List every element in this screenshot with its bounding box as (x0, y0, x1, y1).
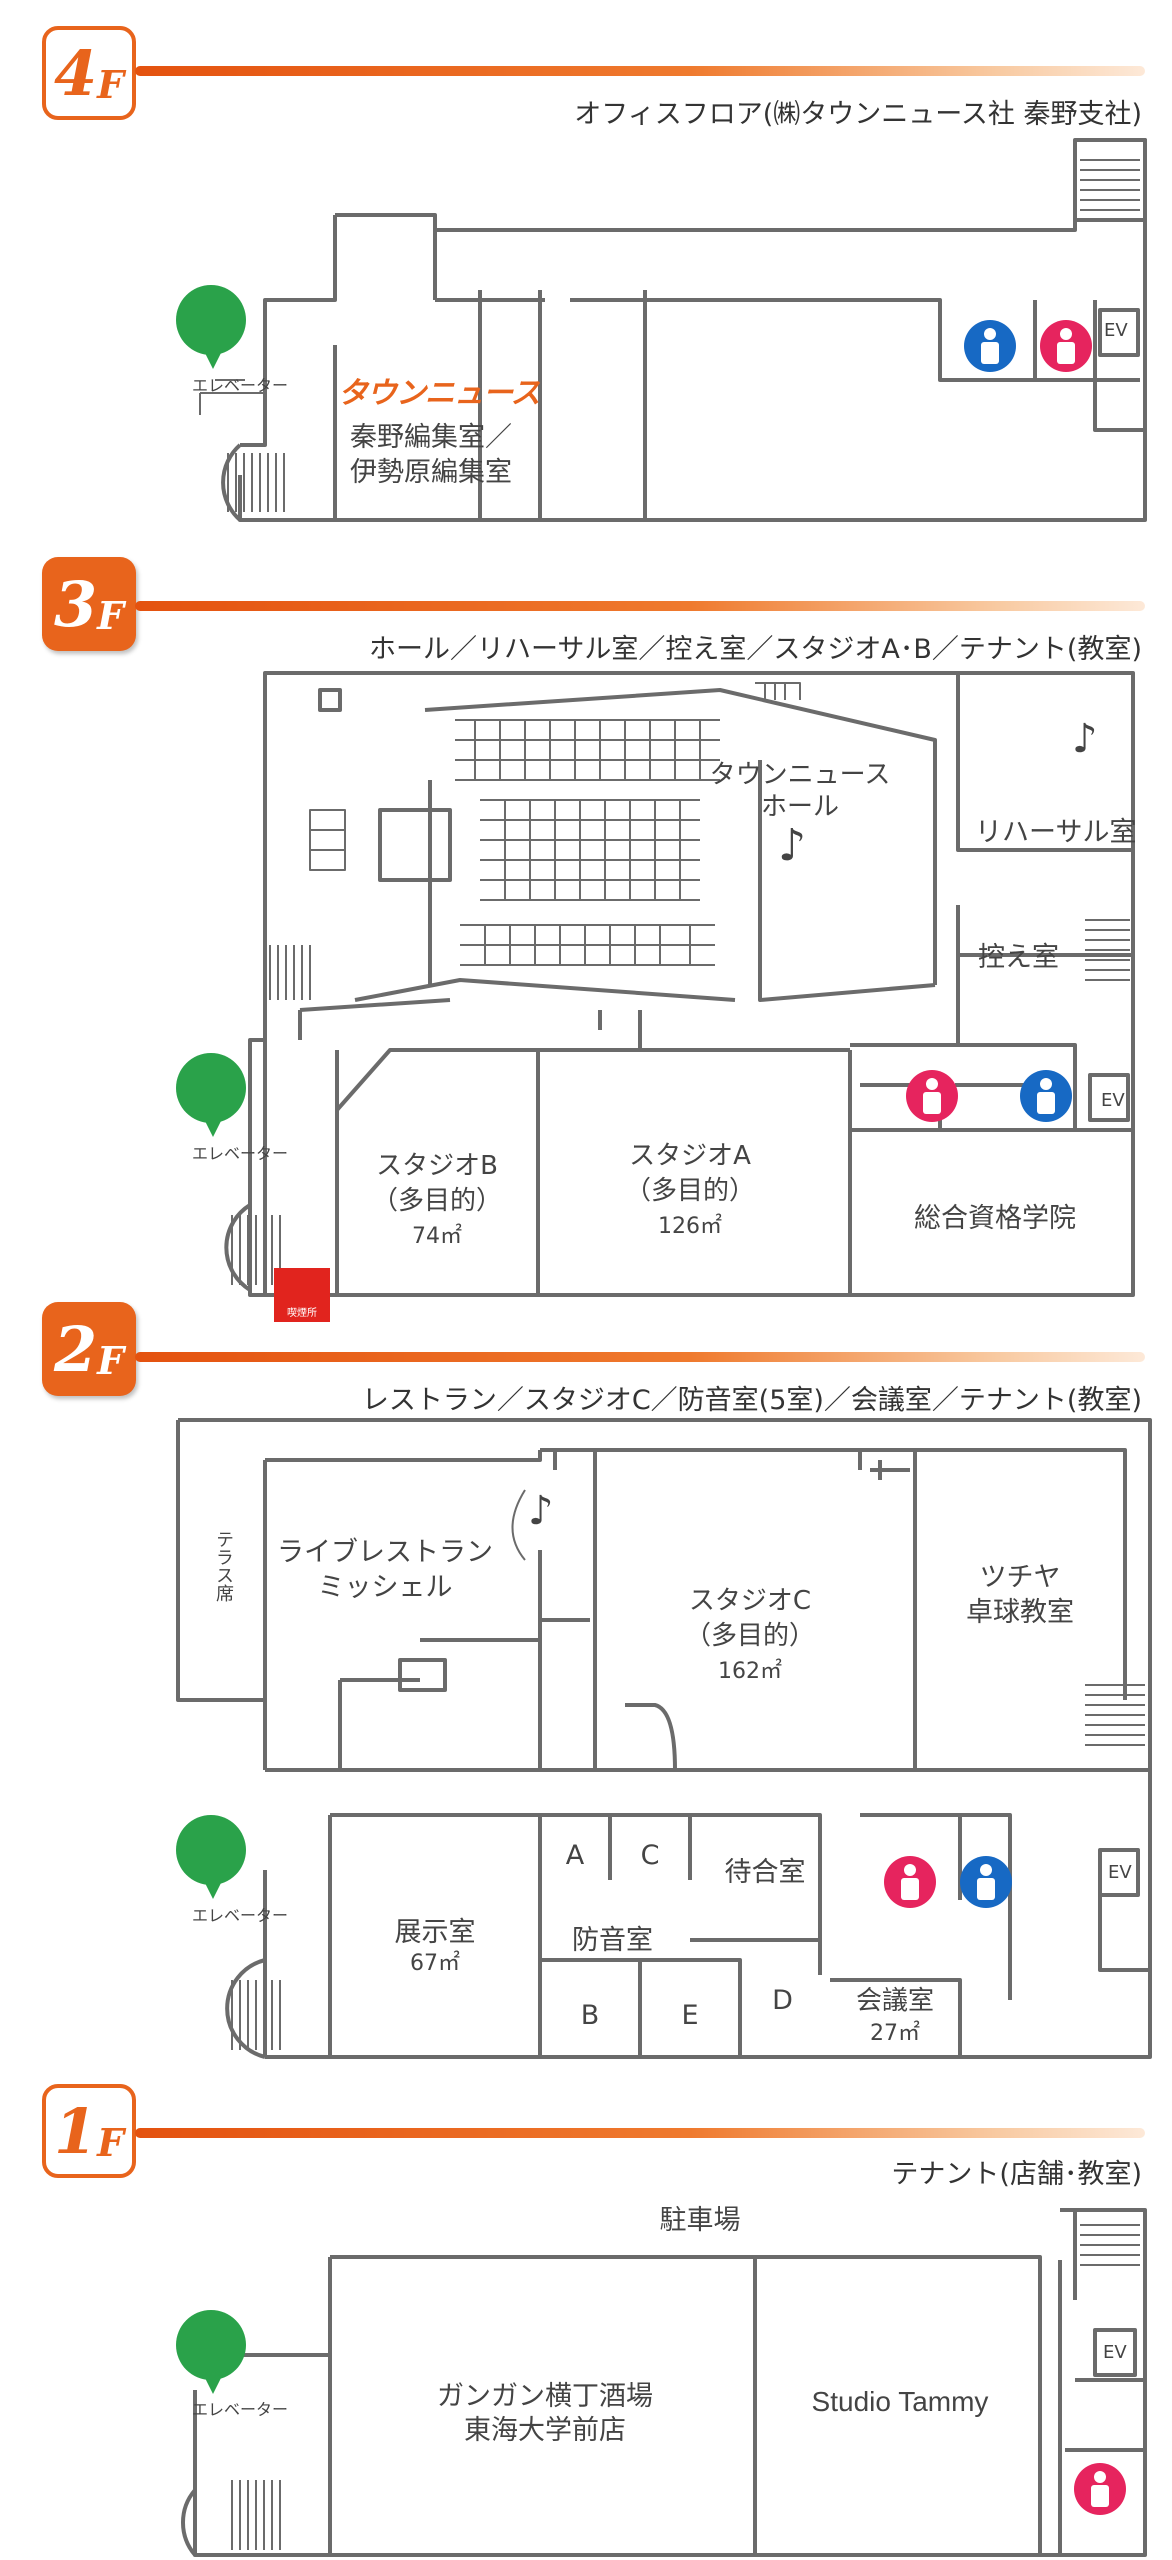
floor-1-room-parking: 駐車場 (659, 2205, 741, 2236)
floor-3-room-studio-b-line2: （多目的） (371, 1186, 502, 1216)
floor-2-room-exhibit-line2: 67㎡ (410, 1951, 460, 1976)
floor-2-room-studio-c-line3: 162㎡ (718, 1659, 782, 1684)
floor-3-room-studio-b-line3: 74㎡ (412, 1224, 462, 1249)
floor-4-walls (221, 138, 1147, 522)
female-restroom-icon (1040, 320, 1092, 372)
male-restroom-icon (1020, 1070, 1072, 1122)
floor-2-room-pingpong-line2: 卓球教室 (966, 1597, 1074, 1628)
floor-1-walls (181, 2208, 1147, 2557)
floor-2-badge-number: 2 (53, 1312, 98, 1386)
town-news-logo: タウンニュース (338, 376, 540, 411)
floor-2-subtitle: レストラン／スタジオC／防音室(5室)／会議室／テナント(教室) (361, 1385, 1142, 1416)
floor-1-room-studio-tammy: Studio Tammy (811, 2386, 989, 2417)
floor-2-room-studio-c-line1: スタジオC (688, 1586, 812, 1616)
piano-icon: ♪ (528, 1488, 554, 1534)
floor-4-badge-number: 4 (53, 36, 98, 110)
male-restroom-icon (964, 320, 1016, 372)
floor-2-stairs (231, 1489, 1145, 2050)
floor-2-room-lounge: 待合室 (724, 1857, 806, 1888)
floor-3-smoking-label: 喫煙所 (287, 1308, 317, 1319)
floor-4-stairs (199, 159, 1140, 512)
floor-2-sound-room-c: C (640, 1840, 660, 1871)
floor-3-heading-line (135, 601, 1145, 611)
floor-2-room-meeting-line2: 27㎡ (870, 2021, 920, 2046)
floor-3-room-studio-a-line1: スタジオA (629, 1141, 751, 1171)
floor-3-room-rehearsal: リハーサル室 (975, 817, 1137, 848)
floor-3-room-studio-a-line3: 126㎡ (658, 1214, 722, 1239)
elevator-icon (176, 1053, 246, 1137)
floor-1-badge-suffix: F (97, 2119, 125, 2165)
floor-3-room-studio-a-line2: （多目的） (624, 1176, 755, 1206)
female-restroom-icon (884, 1856, 936, 1908)
floor-4-heading-line (135, 66, 1145, 76)
floor-1-ev-label: EV (1103, 2342, 1127, 2363)
floor-4-elevator-label: エレベーター (192, 376, 289, 395)
floor-3-ev-label: EV (1101, 1090, 1125, 1111)
floor-2-elevator-label: エレベーター (192, 1906, 289, 1925)
female-restroom-icon (906, 1070, 958, 1122)
elevator-icon (176, 1815, 246, 1899)
floor-3-badge-number: 3 (53, 567, 98, 641)
floor-4-ev-label: EV (1104, 320, 1128, 341)
smoking-area-icon: 喫煙所 (274, 1268, 330, 1322)
floor-3-room-waiting: 控え室 (978, 942, 1059, 973)
floor-3-subtitle: ホール／リハーサル室／控え室／スタジオA･B／テナント(教室) (368, 634, 1142, 665)
floor-1-elevator-label: エレベーター (192, 2400, 289, 2419)
elevator-icon (176, 2310, 246, 2394)
floor-3-room-studio-b-line1: スタジオB (376, 1151, 498, 1181)
floor-2-heading-line (135, 1352, 1145, 1362)
floor-4-room-editorial-line1: 秦野編集室／ (350, 422, 512, 453)
floor-2-room-pingpong-line1: ツチヤ (979, 1562, 1061, 1593)
male-restroom-icon (960, 1856, 1012, 1908)
floor-1-badge-number: 1 (53, 2094, 98, 2168)
floor-3-room-hall-line2: ホール (760, 792, 839, 822)
female-restroom-icon (1074, 2463, 1126, 2515)
floor-3-badge-suffix: F (97, 592, 125, 638)
floor-4-room-editorial-line2: 伊勢原編集室 (350, 457, 512, 488)
floor-2-sound-room-label: 防音室 (572, 1925, 653, 1956)
floor-1-subtitle: テナント(店舗･教室) (891, 2159, 1142, 2190)
floor-2-room-meeting-line1: 会議室 (855, 1986, 934, 2016)
floor-2-sound-room-e: E (681, 2000, 699, 2031)
floor-3-seats (231, 682, 1130, 1285)
floor-4-badge-suffix: F (97, 61, 125, 107)
floor-3-room-hall-line1: タウンニュース (709, 760, 891, 790)
floor-2-sound-room-a: A (565, 1840, 585, 1871)
floor-3-elevator-label: エレベーター (192, 1144, 289, 1163)
floor-4-subtitle: オフィスフロア(㈱タウンニュース社 秦野支社) (574, 99, 1142, 130)
floor-2-sound-room-b: B (580, 2000, 600, 2031)
piano-icon: ♪ (778, 820, 807, 871)
floor-1-heading-line (135, 2128, 1145, 2138)
floor-1-stairs (231, 2224, 1140, 2550)
floor-2-sound-room-d: D (772, 1985, 793, 2016)
piano-icon: ♪ (1072, 716, 1098, 762)
floor-2-walls (176, 1418, 1152, 2059)
floor-2-ev-label: EV (1108, 1862, 1132, 1883)
floor-3-room-school: 総合資格学院 (914, 1203, 1076, 1234)
floor-2-room-exhibit-line1: 展示室 (394, 1917, 476, 1948)
floor-2-room-restaurant-line1: ライブレストラン (277, 1537, 493, 1568)
floor-1-room-izakaya-line2: 東海大学前店 (464, 2415, 626, 2446)
floor-2-room-restaurant-line2: ミッシェル (317, 1572, 453, 1603)
floor-1-room-izakaya-line1: ガンガン横丁酒場 (437, 2381, 653, 2412)
elevator-icon (176, 285, 246, 369)
floor-2-room-terrace: テラス席 (213, 1530, 234, 1602)
floor-2-room-studio-c-line2: （多目的） (684, 1621, 815, 1651)
floor-2-badge-suffix: F (97, 1337, 125, 1383)
